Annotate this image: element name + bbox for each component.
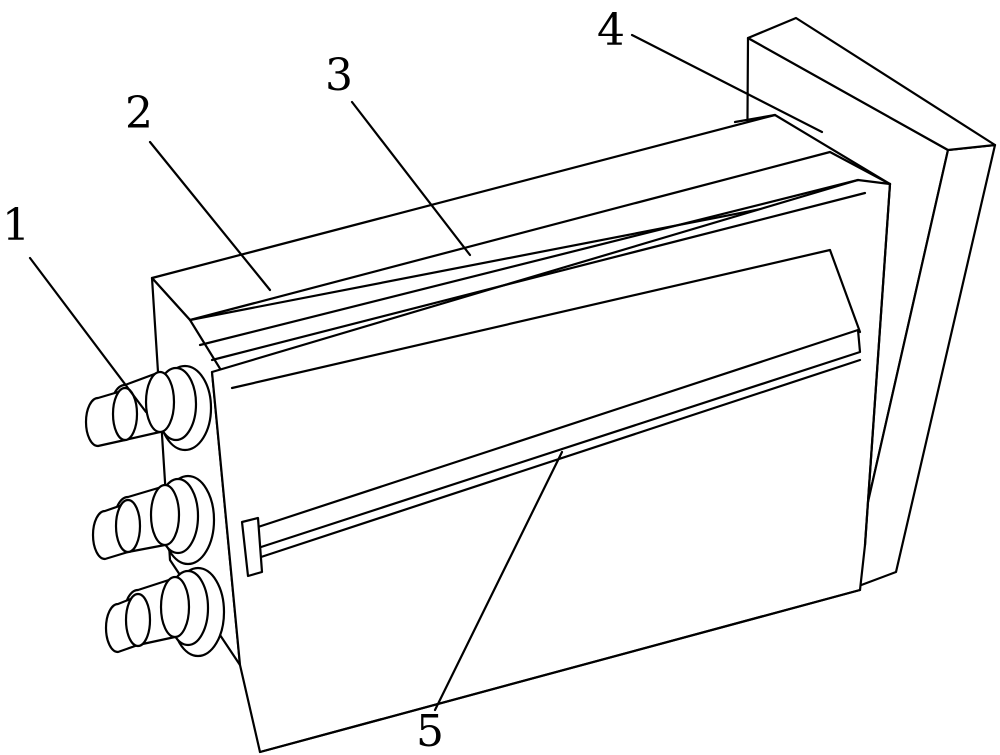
body-side-face <box>210 178 892 754</box>
body-corner-edge <box>863 182 892 547</box>
piston-rod-bottom <box>104 566 226 658</box>
body-bottom-edge <box>258 588 862 754</box>
leader-line-3 <box>350 100 472 257</box>
leader-lines <box>28 33 824 712</box>
body-top-rib-inner <box>210 191 867 362</box>
rod-middle-collar-rim <box>149 483 181 547</box>
rod-bottom-collar-rim <box>159 575 191 639</box>
callout-4: 4 <box>597 5 625 56</box>
piston-rod-top <box>84 364 213 452</box>
body-back-edge <box>733 113 777 124</box>
rod-top-collar-rim <box>144 370 176 434</box>
callout-3: 3 <box>325 50 353 101</box>
rod-bottom-shaft-rim <box>124 592 152 648</box>
rod-top-shaft-rim <box>111 386 139 442</box>
piston-rod-middle <box>91 474 216 566</box>
callout-5: 5 <box>416 706 444 755</box>
guide-rail-end-block <box>240 516 264 578</box>
callout-labels: 1 2 3 4 5 <box>2 5 625 755</box>
body-top-rib-lower <box>198 178 860 347</box>
callout-2: 2 <box>125 88 153 139</box>
mounting-plate-top-face <box>746 16 997 152</box>
leader-line-1 <box>28 256 148 414</box>
body-top-rib-upper <box>188 150 892 322</box>
leader-line-5 <box>433 450 564 712</box>
leader-line-2 <box>148 140 272 292</box>
leader-line-4 <box>630 33 824 134</box>
rod-middle-shaft-rim <box>114 498 142 554</box>
cylinder-body <box>150 113 892 754</box>
body-upper-panel-edge <box>230 248 862 390</box>
callout-1: 1 <box>2 200 30 251</box>
